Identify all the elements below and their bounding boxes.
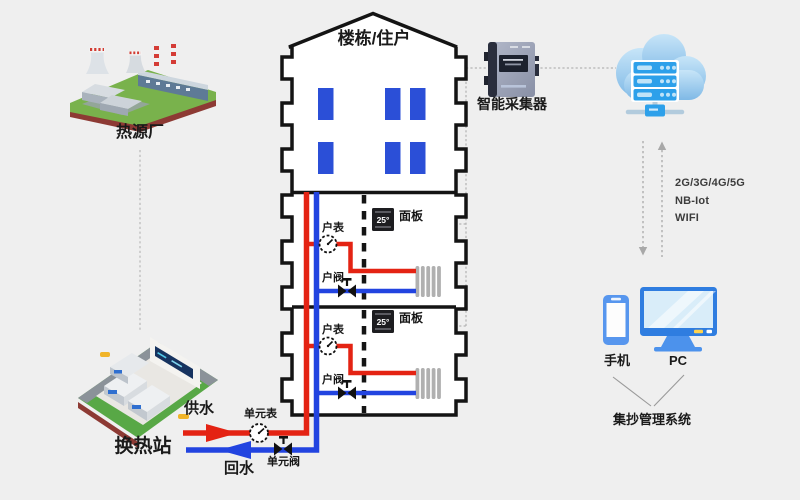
- supply-water-label: 供水: [184, 400, 215, 417]
- pc-label: PC: [668, 353, 688, 368]
- radiator-floor2: [415, 368, 441, 399]
- household-meter-icon-floor1: [318, 234, 338, 254]
- thermostat-panel-floor2: 25°: [372, 310, 394, 333]
- unit-valve-icon: [274, 436, 292, 456]
- meter-reading-system-label: 集抄管理系统: [612, 412, 691, 427]
- phone-label: 手机: [603, 353, 630, 368]
- panel-temp-floor1: 25°: [377, 215, 390, 225]
- network-label-wifi: WIFI: [675, 212, 700, 224]
- heat-exchange-station-illustration: [78, 337, 218, 448]
- building-windows: [318, 88, 426, 174]
- heat-exchange-station-label: 换热站: [114, 436, 172, 457]
- smart-collector-label: 智能采集器: [477, 96, 547, 112]
- building-title: 楼栋/住户: [337, 29, 411, 48]
- household-valve-icon-floor2: [338, 380, 356, 400]
- household-valve-label-floor2: 户阀: [322, 374, 344, 386]
- household-meter-icon-floor2: [318, 336, 338, 356]
- radiator-floor1: [415, 266, 441, 297]
- network-label-cellular: 2G/3G/4G/5G: [675, 177, 746, 189]
- household-valve-label-floor1: 户阀: [322, 272, 344, 284]
- panel-label-floor2: 面板: [399, 311, 424, 325]
- unit-meter-icon: [249, 423, 269, 443]
- system-v-connector-lines: [612, 374, 685, 407]
- up-arrowhead: [657, 141, 667, 150]
- panel-temp-floor2: 25°: [377, 317, 390, 327]
- household-meter-label-floor2: 户表: [322, 324, 344, 336]
- return-flow-arrow: [219, 441, 251, 459]
- panel-label-floor1: 面板: [399, 209, 424, 223]
- smart-collector-device: [484, 42, 539, 97]
- thermostat-panel-floor1: 25°: [372, 208, 394, 231]
- network-label-nbiot: NB-Iot: [675, 195, 710, 207]
- return-water-label: 回水: [224, 460, 255, 477]
- down-arrowhead: [638, 247, 648, 256]
- unit-valve-label: 单元阀: [267, 456, 300, 468]
- cloud-to-system-dotted-arrows: [638, 141, 667, 257]
- cloud-server-icon: [616, 34, 706, 117]
- heat-source-plant-label: 热源厂: [115, 124, 164, 141]
- household-valve-icon-floor1: [338, 278, 356, 298]
- supply-flow-arrow: [206, 424, 238, 442]
- floor-divider-lines: [292, 190, 456, 309]
- unit-meter-label: 单元表: [244, 408, 277, 420]
- pc-icon: [640, 287, 717, 352]
- household-meter-label-floor1: 户表: [322, 222, 344, 234]
- heat-source-plant-illustration: [70, 44, 216, 132]
- phone-icon: [603, 295, 629, 345]
